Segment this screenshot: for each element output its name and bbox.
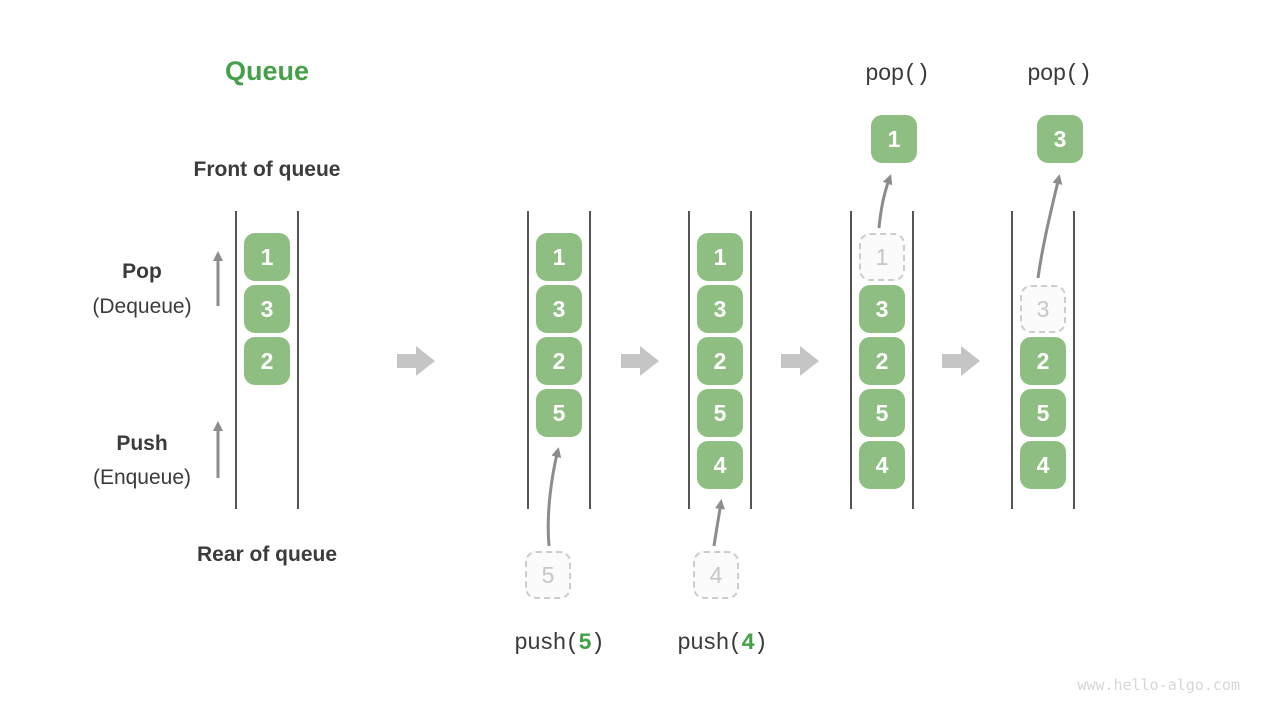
- queue-column-3: 1 3 2 5 4: [688, 211, 752, 509]
- watermark: www.hello-algo.com: [1077, 676, 1240, 694]
- popped-element-cell: 1: [871, 115, 917, 163]
- removed-element-ghost-cell: 1: [859, 233, 905, 281]
- queue-cell: 2: [697, 337, 743, 385]
- queue-column-4: 1 3 2 5 4: [850, 211, 914, 509]
- push-operation-label: Push: [116, 432, 168, 455]
- queue-cell: 3: [536, 285, 582, 333]
- queue-cell: 2: [244, 337, 290, 385]
- queue-column-1: 1 3 2: [235, 211, 299, 509]
- front-of-queue-label: Front of queue: [193, 158, 341, 181]
- push-call-close: ): [591, 630, 605, 656]
- queue-column-2: 1 3 2 5: [527, 211, 591, 509]
- queue-cell: 4: [1020, 441, 1066, 489]
- popped-element-cell: 3: [1037, 115, 1083, 163]
- push-call-arg: 5: [578, 630, 592, 656]
- queue-cell: 1: [697, 233, 743, 281]
- queue-cell: 2: [1020, 337, 1066, 385]
- pop-call-label: pop(): [1026, 61, 1092, 87]
- incoming-element-cell: 4: [693, 551, 739, 599]
- queue-cell: 3: [697, 285, 743, 333]
- transition-right-arrow-icon: [621, 346, 659, 376]
- push-call-fn: push(: [514, 630, 579, 656]
- rear-of-queue-label: Rear of queue: [196, 543, 338, 566]
- push-call-fn: push(: [677, 630, 742, 656]
- queue-cell: 3: [859, 285, 905, 333]
- push-call-label: push(5): [474, 630, 644, 656]
- queue-column-5: 3 2 5 4: [1011, 211, 1075, 509]
- push-call-label: push(4): [637, 630, 807, 656]
- queue-cell: 2: [859, 337, 905, 385]
- transition-right-arrow-icon: [942, 346, 980, 376]
- removed-element-ghost-cell: 3: [1020, 285, 1066, 333]
- queue-cell: 1: [244, 233, 290, 281]
- push-operation-sublabel: (Enqueue): [92, 466, 192, 489]
- pop-operation-sublabel: (Dequeue): [92, 295, 192, 318]
- push-call-close: ): [754, 630, 768, 656]
- queue-cell: 5: [536, 389, 582, 437]
- queue-cell: 2: [536, 337, 582, 385]
- push-call-arg: 4: [741, 630, 755, 656]
- queue-cell: 4: [859, 441, 905, 489]
- pop-call-label: pop(): [864, 61, 930, 87]
- queue-cell: 1: [536, 233, 582, 281]
- queue-cell: 4: [697, 441, 743, 489]
- queue-cell: 5: [697, 389, 743, 437]
- transition-right-arrow-icon: [781, 346, 819, 376]
- queue-cell: 5: [1020, 389, 1066, 437]
- page-title: Queue: [224, 56, 310, 86]
- incoming-element-cell: 5: [525, 551, 571, 599]
- pop-operation-label: Pop: [122, 260, 162, 283]
- queue-cell: 5: [859, 389, 905, 437]
- transition-right-arrow-icon: [397, 346, 435, 376]
- queue-cell: 3: [244, 285, 290, 333]
